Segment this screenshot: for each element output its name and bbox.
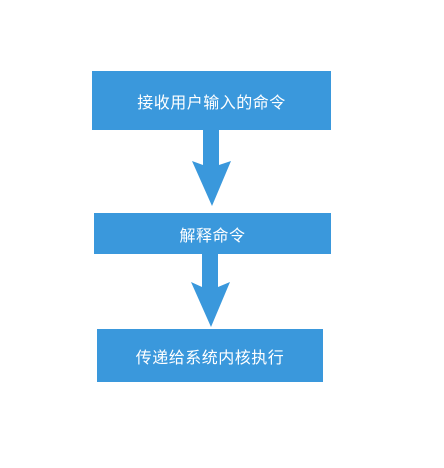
arrow-step1-to-step2 xyxy=(192,130,231,206)
step-label: 传递给系统内核执行 xyxy=(135,347,285,367)
step-label: 解释命令 xyxy=(179,225,246,245)
step-box-interpret-command: 解释命令 xyxy=(94,213,331,254)
step-label: 接收用户输入的命令 xyxy=(137,92,286,112)
step-box-receive-input: 接收用户输入的命令 xyxy=(92,71,331,130)
arrow-step2-to-step3 xyxy=(191,254,230,327)
step-box-pass-to-kernel: 传递给系统内核执行 xyxy=(97,329,323,382)
